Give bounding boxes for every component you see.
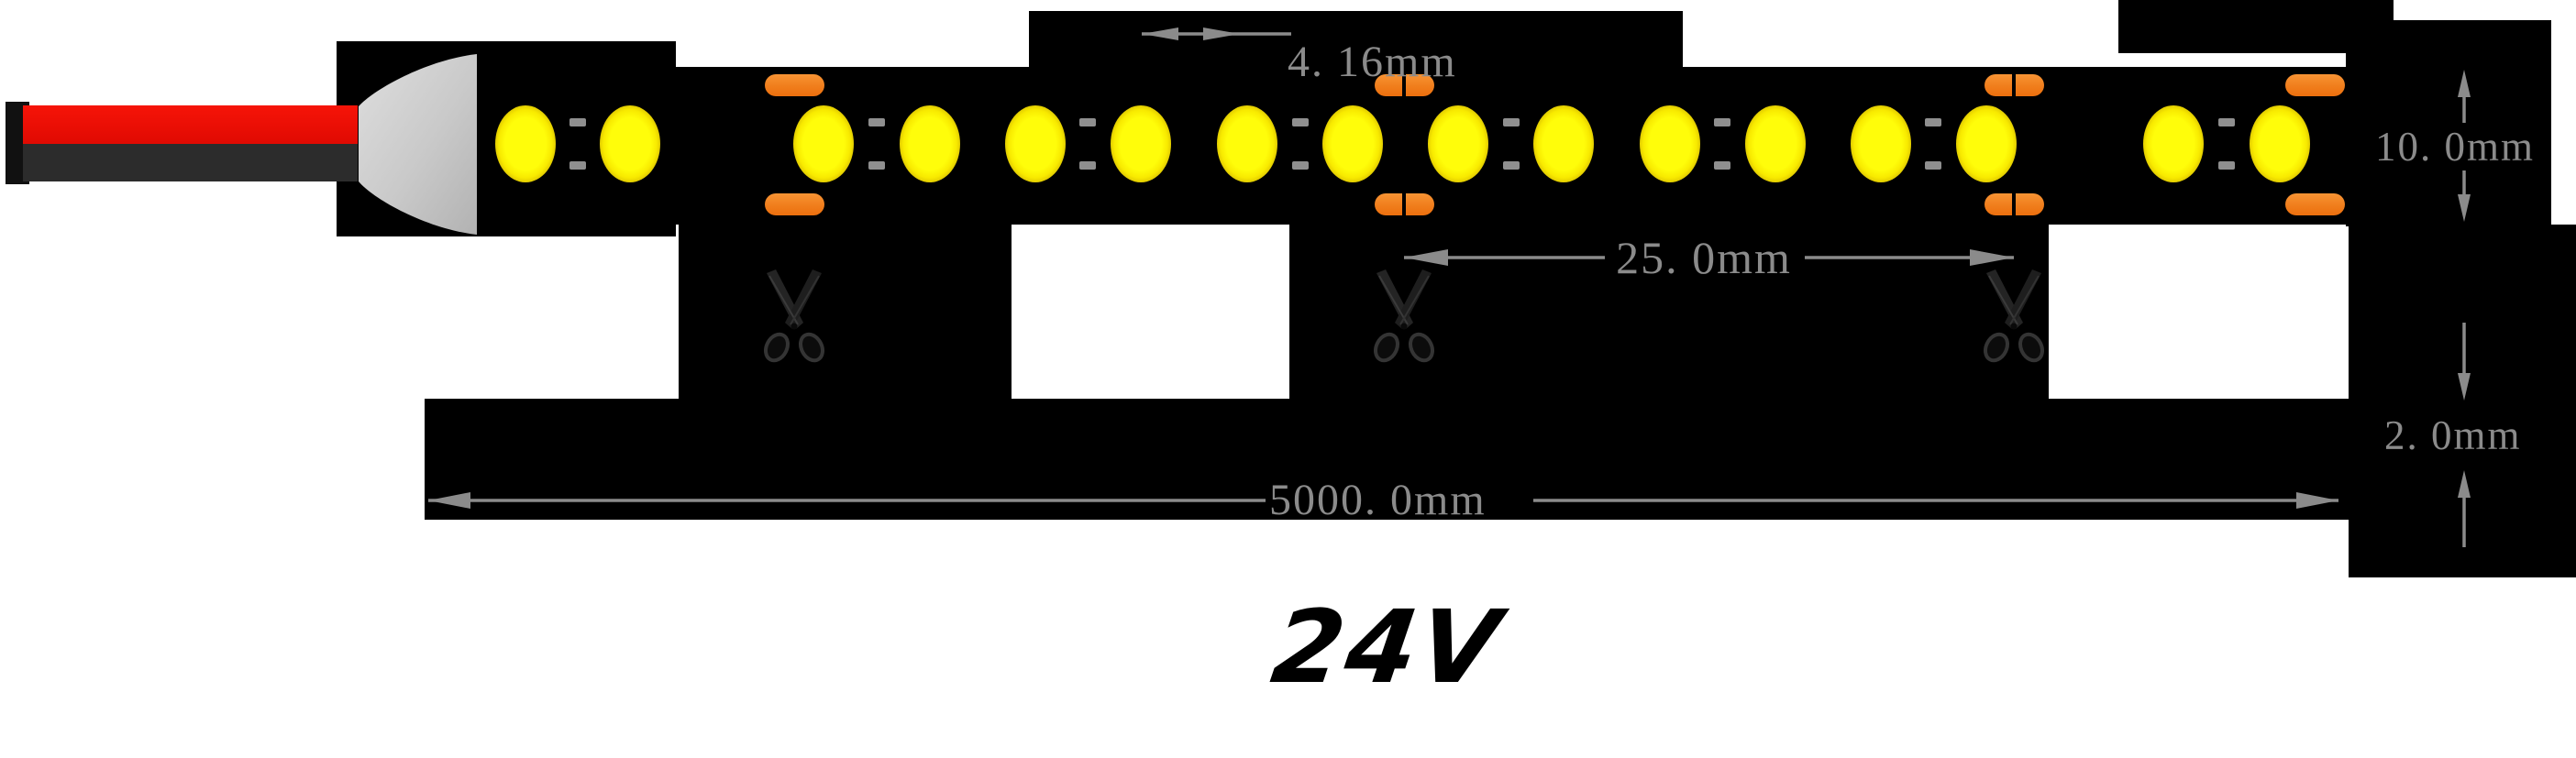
led-chip [1851, 105, 1911, 182]
led-chip [1111, 105, 1171, 182]
led-pitch-label: 4. 16mm [1288, 38, 1457, 86]
cut-line [2012, 74, 2016, 96]
solder-pad [764, 74, 824, 96]
cut-line [1402, 74, 1406, 96]
solder-pad [764, 193, 824, 215]
led-chip [1322, 105, 1383, 182]
led-chip [1217, 105, 1277, 182]
solder-pad [1984, 74, 2044, 96]
positive-wire [23, 105, 358, 144]
polarity-mark [2218, 161, 2235, 170]
led-chip [495, 105, 556, 182]
polarity-mark [1503, 161, 1520, 170]
polarity-mark [1925, 161, 1941, 170]
strip-thickness-label: 2. 0mm [2384, 412, 2522, 458]
led-chip [1956, 105, 2017, 182]
polarity-mark [1079, 161, 1096, 170]
polarity-mark [569, 161, 586, 170]
polarity-mark [1503, 118, 1520, 126]
polarity-mark [569, 118, 586, 126]
polarity-mark [1079, 118, 1096, 126]
led-chip [900, 105, 960, 182]
cut-line [2012, 193, 2016, 215]
led-chip [1640, 105, 1700, 182]
led-chip [1005, 105, 1066, 182]
top-left-block [1029, 11, 1683, 68]
solder-pad [2284, 193, 2345, 215]
solder-pad [1984, 193, 2044, 215]
led-chip [2143, 105, 2204, 182]
led-chip [1428, 105, 1488, 182]
solder-pad [2284, 74, 2345, 96]
end-cap [359, 54, 477, 235]
cut-interval-label: 25. 0mm [1616, 232, 1792, 283]
polarity-mark [1925, 118, 1941, 126]
polarity-mark [1714, 118, 1730, 126]
led-chip [1745, 105, 1806, 182]
polarity-mark [1292, 118, 1309, 126]
negative-wire [23, 144, 358, 181]
strip-width-label: 10. 0mm [2375, 124, 2536, 170]
below-strip-block-1 [679, 225, 1012, 401]
polarity-mark [1714, 161, 1730, 170]
right-column-block [2349, 225, 2576, 577]
led-chip [793, 105, 854, 182]
cut-line [1402, 193, 1406, 215]
scissors-icon [764, 269, 824, 363]
width-label-block [2346, 20, 2551, 226]
scissors-icon [1984, 269, 2044, 363]
led-chip [1533, 105, 1594, 182]
voltage-label: 24V [1266, 588, 1509, 706]
solder-pad [1374, 193, 1434, 215]
solder-pad [1374, 74, 1434, 96]
led-chip [2250, 105, 2310, 182]
polarity-mark [2218, 118, 2235, 126]
polarity-mark [868, 161, 885, 170]
scissors-icon [1374, 269, 1434, 363]
polarity-mark [868, 118, 885, 126]
led-chip [600, 105, 660, 182]
strip-length-label: 5000. 0mm [1269, 476, 1487, 524]
polarity-mark [1292, 161, 1309, 170]
